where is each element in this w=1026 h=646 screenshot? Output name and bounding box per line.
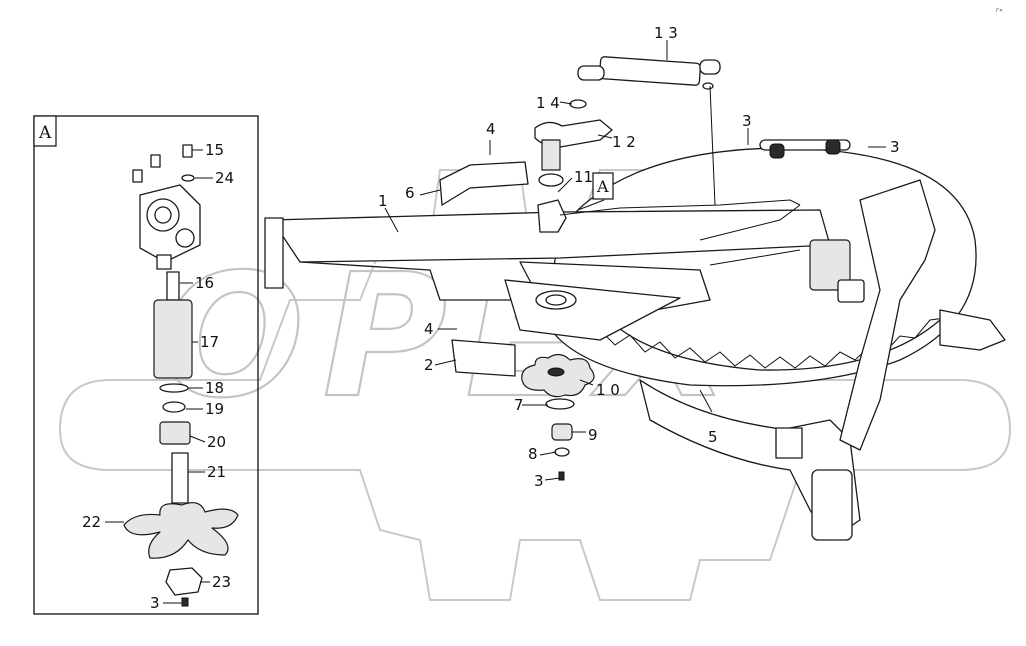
sleeve-17 [153,299,193,379]
callout-8: 8 [528,445,538,463]
callout-9: 9 [588,426,598,444]
side-plate-2 [451,339,516,377]
callout-13: 1 3 [654,24,678,42]
washer-7 [545,398,575,410]
callout-5: 5 [708,428,718,446]
callout-14: 1 4 [536,94,560,112]
callout-22: 22 [82,513,101,531]
callout-19: 19 [205,400,224,418]
callout-7: 7 [514,396,524,414]
ring-8 [554,447,570,457]
callout-3: 3 [742,112,752,130]
callout-3: 3 [890,138,900,156]
callout-4: 4 [424,320,434,338]
bearing-20 [159,421,191,445]
valve-housing [139,184,201,270]
callout-16: 16 [195,274,214,292]
rod-16 [166,271,180,301]
nut-23 [165,567,203,596]
callout-18: 18 [205,379,224,397]
corner-mark: г«  [996,7,1014,14]
spring-post [541,139,561,171]
bolts-15 [132,144,193,183]
callout-24: 24 [215,169,234,187]
detail-frame [33,115,259,615]
callout-1: 1 [378,192,388,210]
o-ring-24 [181,174,195,182]
callout-21: 21 [207,463,226,481]
main-assembly [264,56,1006,541]
bearing-9 [551,423,573,441]
callout-17: 17 [200,333,219,351]
screw-3-detail [181,597,189,607]
callout-23: 23 [212,573,231,591]
hydraulic-cylinder-13 [577,56,721,90]
callout-3: 3 [150,594,160,612]
adjust-rod-3 [759,139,851,159]
beam-end-plate [264,217,284,289]
callout-15: 15 [205,141,224,159]
washer-14 [569,99,587,109]
detail-view-a: A [33,115,259,615]
view-marker-a: A [592,172,614,200]
star-wheel-22 [123,502,239,559]
callout-3: 3 [534,472,544,490]
callout-4: 4 [486,120,496,138]
callout-20: 20 [207,433,226,451]
callouts: 1 2 3 3 3 3 4 4 5 6 7 8 9 1 0 11 1 2 1 3… [82,24,900,612]
callout-12: 1 2 [612,133,636,151]
screw-3-main [558,471,565,481]
detail-label: A [38,123,52,143]
callout-2: 2 [424,356,434,374]
ring-19 [162,401,186,413]
callout-11: 11 [574,168,593,186]
valve-11 [537,199,567,233]
gear-housing [809,239,851,291]
view-marker-label: A [596,177,609,196]
shaft-21 [171,452,189,504]
detail-label-box [33,115,57,147]
side-plate-6 [439,161,529,206]
ring-18 [159,383,189,393]
leader-lines [105,40,886,604]
callout-6: 6 [405,184,415,202]
callout-10: 1 0 [596,381,620,399]
